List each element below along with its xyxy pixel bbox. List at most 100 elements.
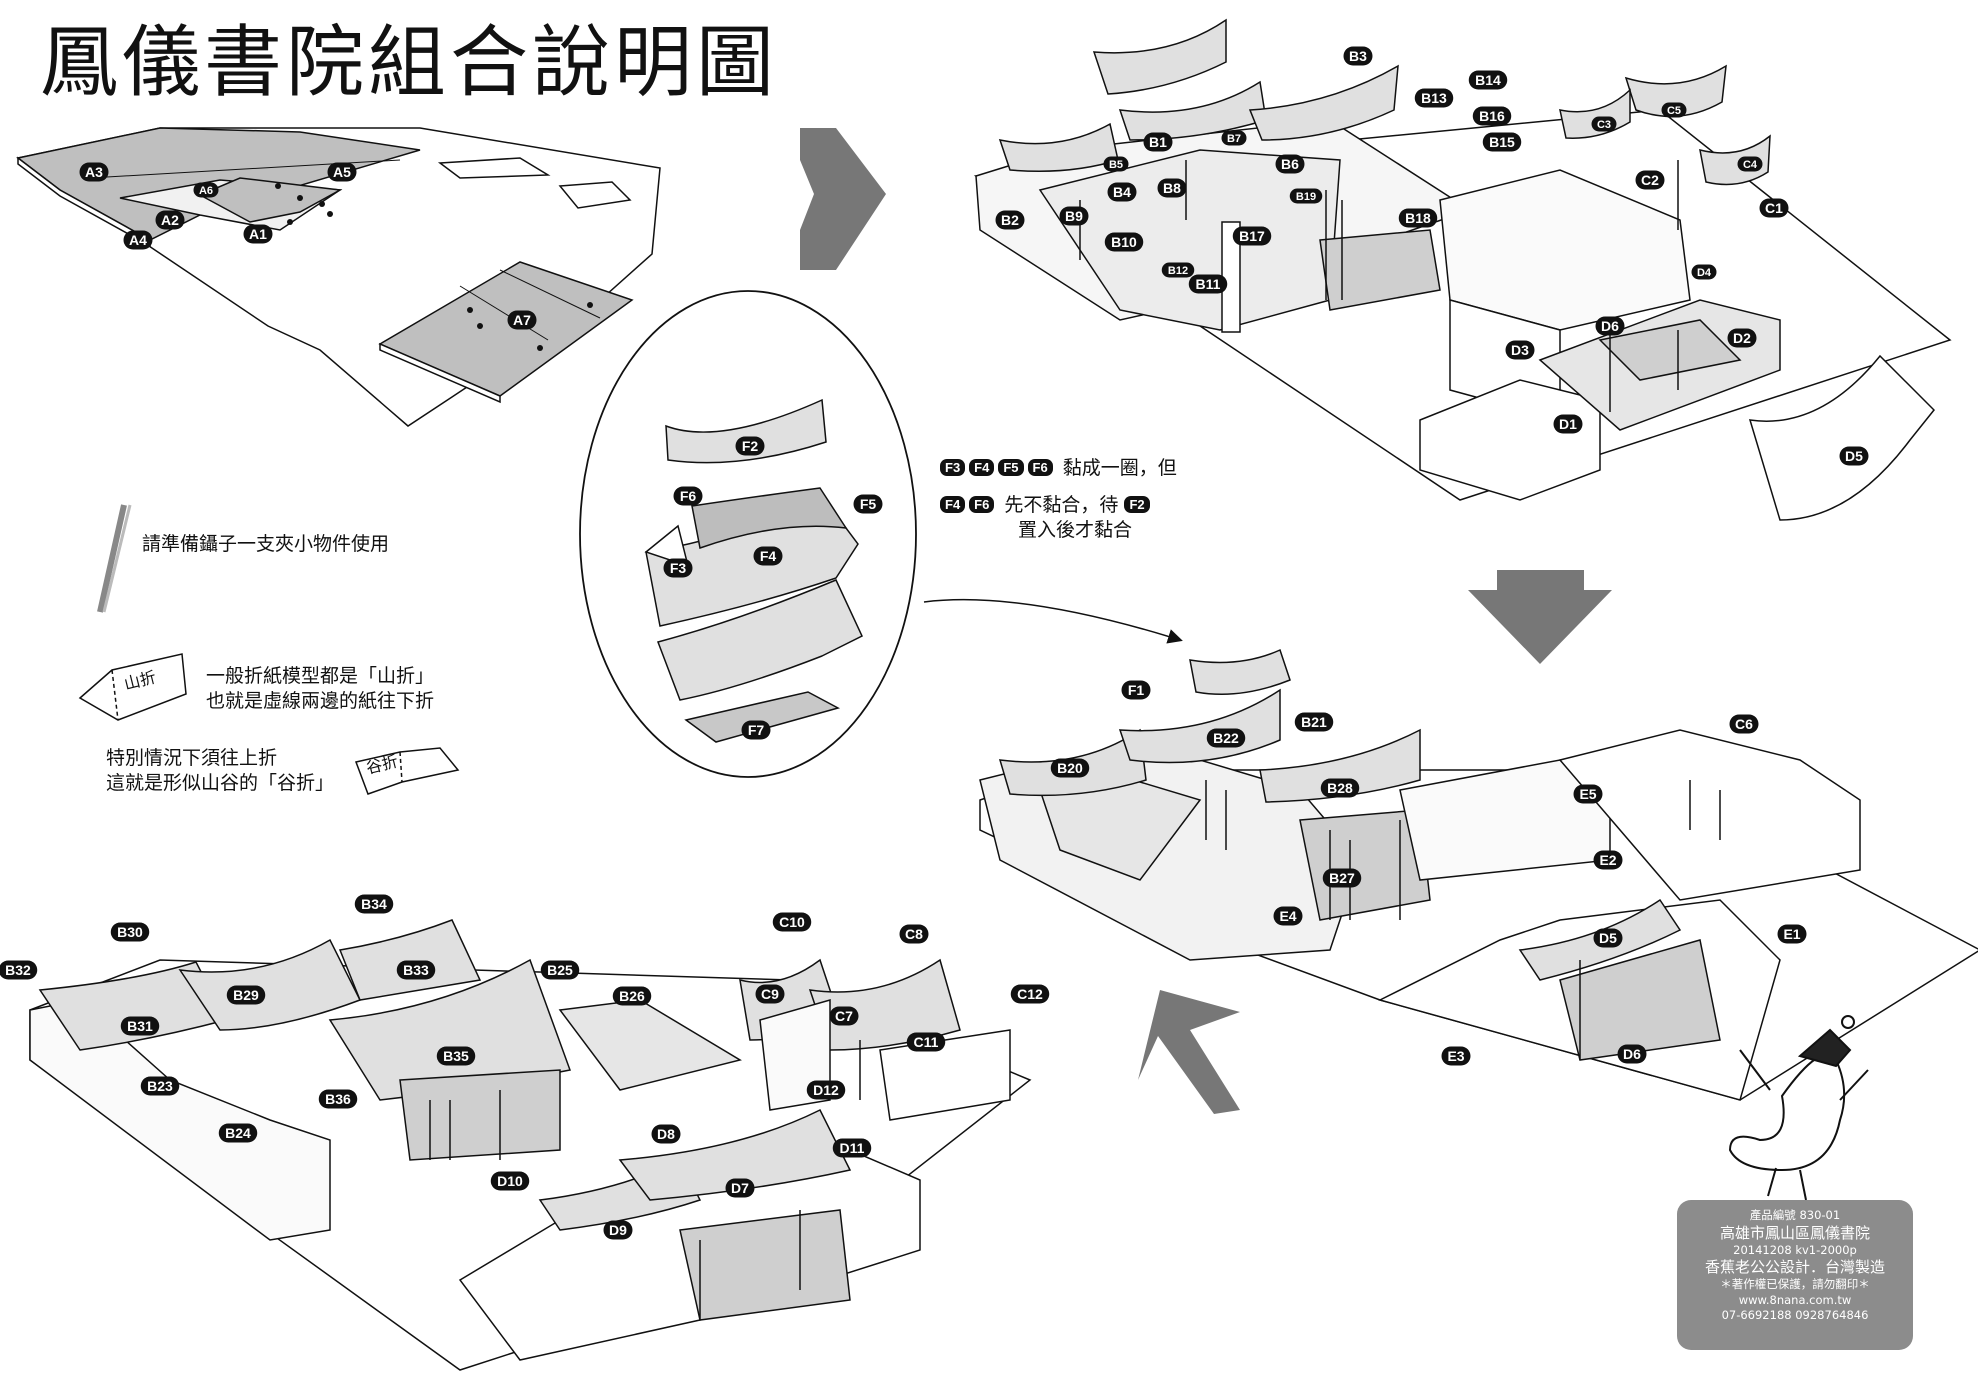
part-label-text: B5 [1109,159,1123,171]
part-label-text: B18 [1405,210,1431,226]
part-label-f5: F5 [853,494,883,514]
part-label-b15: B15 [1482,132,1522,152]
part-label-b26: B26 [612,986,652,1006]
mountain-fold-icon [78,653,187,721]
part-label-badge [853,494,883,514]
product-version: 20141208 kv1-2000p [1733,1242,1857,1257]
part-label-badge [1617,1044,1647,1064]
part-label-text: C6 [1735,716,1753,732]
arrow-down-mid-icon [1497,570,1584,592]
part-label-badge [1591,116,1617,132]
part-label-b16: B16 [1472,106,1512,126]
part-label-text: B1 [1149,134,1167,150]
part-label-b23: B23 [140,1076,180,1096]
part-label-e3: E3 [1441,1046,1471,1066]
part-label-text: B31 [127,1018,153,1034]
part-label-badge [735,436,765,456]
part-label-b2: B2 [995,210,1025,230]
part-label-b14: B14 [1468,70,1508,90]
part-label-b34: B34 [354,894,394,914]
part-label-badge [1103,156,1129,172]
part-label-text: C3 [1597,119,1611,131]
part-label-badge [1343,46,1373,66]
part-label-text: D2 [1733,330,1751,346]
part-label-text: D5 [1599,930,1617,946]
glue-line-3: 置入後才黏合 [1018,519,1133,541]
part-label-text: D6 [1623,1046,1641,1062]
copyright-note: ＊著作權已保護，請勿翻印＊ [1720,1277,1870,1291]
part-label-badge [1206,728,1246,748]
part-label-badge [193,182,219,198]
part-label-text: D6 [1601,318,1619,334]
part-label-text: B24 [225,1125,251,1141]
part-label-text: D11 [840,1140,865,1156]
part-label-b21: B21 [1294,712,1334,732]
part-label-badge [1505,340,1535,360]
step4-assembly [29,919,1032,1371]
part-label-badge [1161,262,1195,278]
part-label-a2: A2 [155,210,185,230]
part-label-text: F6 [680,488,697,504]
part-label-e2: E2 [1593,850,1623,870]
part-label-b12: B12 [1161,262,1195,278]
part-label-f2: F2 [735,436,765,456]
part-label-f3: F3 [663,558,693,578]
part-label-b27: B27 [1322,868,1362,888]
part-label-text: E1 [1783,926,1800,942]
part-label-text: F4 [760,548,777,564]
part-label-text: C2 [1641,172,1659,188]
part-label-badge [1691,264,1717,280]
part-label-text: B15 [1489,134,1515,150]
part-label-badge [753,546,783,566]
part-label-badge [1104,232,1144,252]
part-label-text: D7 [731,1180,749,1196]
part-label-text: B29 [233,987,259,1003]
part-label-badge [123,230,153,250]
part-label-text: D9 [609,1222,627,1238]
part-label-d6: D6 [1595,316,1625,336]
product-code: 產品編號 830-01 [1749,1208,1841,1222]
product-info-box: 產品編號 830-01 高雄市鳳山區鳳儀書院 20141208 kv1-2000… [1677,1200,1913,1350]
part-label-b17: B17 [1232,226,1272,246]
part-label-c7: C7 [829,1006,859,1026]
part-label-badge [1441,1046,1471,1066]
website: www.8nana.com.tw [1738,1292,1852,1307]
part-label-text: D3 [1511,342,1529,358]
part-label-text: B16 [1479,108,1505,124]
mountain-fold-line-2: 也就是虛線兩邊的紙往下折 [206,690,435,712]
part-label-badge [772,912,812,932]
part-label-badge [1294,712,1334,732]
part-label-badge [1157,178,1187,198]
part-label-a1: A1 [243,224,273,244]
step1-dots [275,183,593,351]
glue-pill: F4 [969,459,995,476]
part-label-badge [806,1080,846,1100]
part-label-text: B13 [1421,90,1447,106]
part-label-text: B9 [1065,208,1083,224]
part-label-badge [1273,906,1303,926]
part-label-badge [829,1006,859,1026]
part-label-b18: B18 [1398,208,1438,228]
part-label-badge [755,984,785,1004]
part-label-text: A2 [161,212,179,228]
valley-fold-icon [354,747,460,795]
part-label-text: B32 [5,962,31,978]
product-maker: 香蕉老公公設計．台灣製造 [1704,1258,1885,1276]
part-label-f4: F4 [753,546,783,566]
part-label-badge [226,985,266,1005]
part-label-text: C7 [835,1008,853,1024]
part-label-text: C11 [914,1034,939,1050]
part-label-c1: C1 [1759,198,1789,218]
part-label-b22: B22 [1206,728,1246,748]
part-label-text: E2 [1599,852,1616,868]
part-label-c3: C3 [1591,116,1617,132]
part-label-badge [1777,924,1807,944]
part-label-d9: D9 [603,1220,633,1240]
part-label-text: E5 [1579,786,1596,802]
part-label-b8: B8 [1157,178,1187,198]
part-label-text: B26 [619,988,645,1004]
product-name: 高雄市鳳山區鳳儀書院 [1719,1223,1870,1242]
arrow-down-left-icon [1138,990,1240,1114]
part-label-a4: A4 [123,230,153,250]
